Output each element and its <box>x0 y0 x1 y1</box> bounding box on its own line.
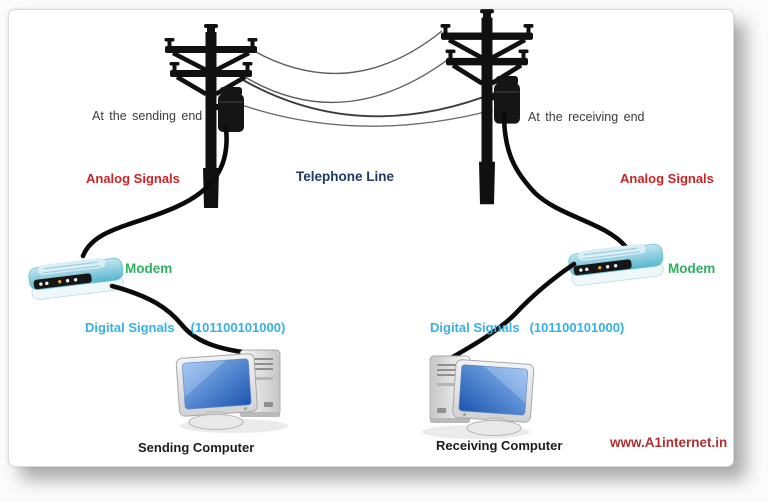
analog-signals-left-label: Analog Signals <box>86 171 180 186</box>
sending-computer-device <box>174 349 289 434</box>
analog-signals-right-label: Analog Signals <box>620 171 714 186</box>
modem-right-device <box>567 240 666 288</box>
telephone-line-label: Telephone Line <box>296 169 395 184</box>
modem-left-label: Modem <box>125 261 173 276</box>
digital-signals-right-text: Digital Signals <box>430 320 520 335</box>
modem-right-label: Modem <box>668 261 716 276</box>
receiving-computer-label: Receiving Computer <box>436 438 563 453</box>
sending-computer-label: Sending Computer <box>138 440 255 455</box>
watermark-text: www.A1internet.in <box>610 435 728 450</box>
receiving-computer-device <box>421 355 536 440</box>
telephone-wires <box>232 30 498 127</box>
modem-left-device <box>27 254 126 302</box>
digital-cable-left <box>109 283 253 356</box>
digital-signals-left-text: Digital Signals <box>85 320 175 335</box>
digital-binary-right-text: (101100101000) <box>529 320 625 335</box>
analog-cable-right <box>501 111 629 250</box>
digital-signals-left-label: Digital Signals (101100101000) <box>85 320 286 335</box>
digital-signals-right-label: Digital Signals (101100101000) <box>430 320 625 335</box>
digital-cable-right <box>448 261 577 361</box>
digital-binary-left-text: (101100101000) <box>190 320 286 335</box>
at-sending-end-label: At the sending end <box>92 109 203 123</box>
at-receiving-end-label: At the receiving end <box>528 110 645 124</box>
analog-cable-left <box>80 125 229 259</box>
